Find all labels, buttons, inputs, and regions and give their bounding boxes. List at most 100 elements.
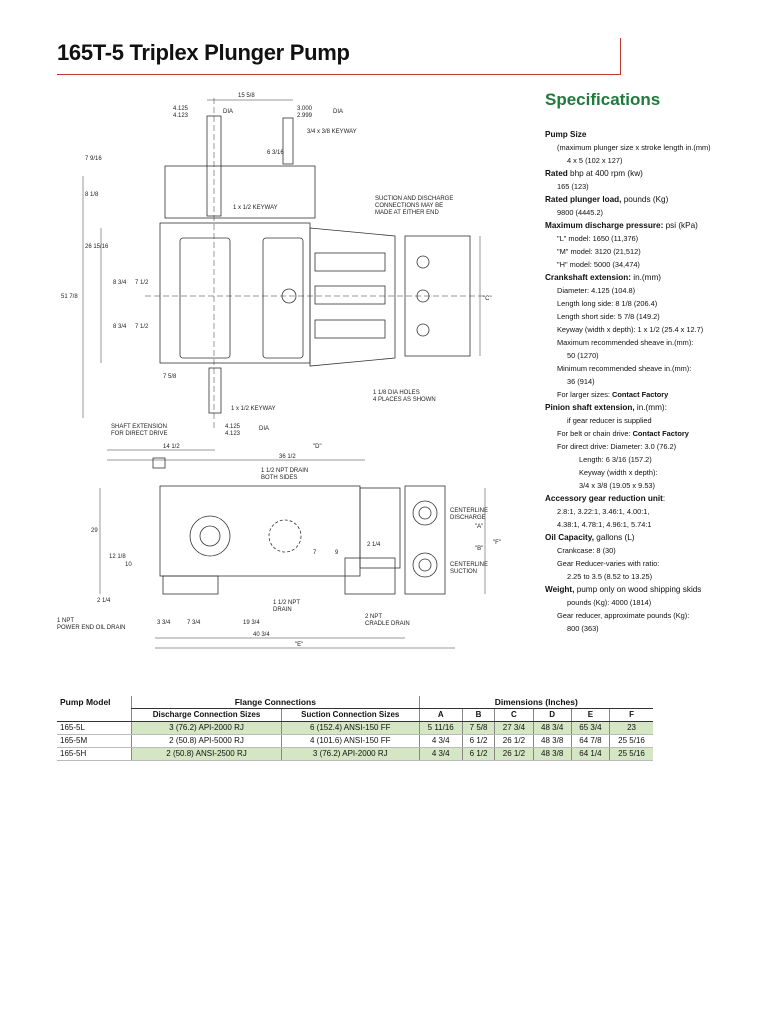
spec-group: Accessory gear reduction unit: 2.8:1, 3.2… <box>545 492 765 531</box>
header-dimensions: Dimensions (Inches) <box>418 696 653 709</box>
spec-head: Rated bhp at 400 rpm (kw) <box>545 169 643 178</box>
spec-line: For direct drive: Diameter: 3.0 (76.2) <box>557 442 677 451</box>
dim-3-3-4: 3 3/4 <box>157 620 171 626</box>
dim-f: "F" <box>493 540 501 546</box>
table-cell: 165-5L <box>57 721 132 735</box>
spec-line: (maximum plunger size x stroke length in… <box>557 143 711 152</box>
table-cell: 165-5H <box>57 747 132 761</box>
table-cell: 4 (101.6) ANSI-150 FF <box>280 734 420 748</box>
frame-cover-left <box>179 237 231 359</box>
spec-line: Gear reducer, approximate pounds (Kg): <box>557 611 690 620</box>
spec-line: 2.8:1, 3.22:1, 3.46:1, 4.00:1, <box>557 507 650 516</box>
table-cell: 2 (50.8) ANSI-2500 RJ <box>131 747 282 761</box>
spec-line: if gear reducer is supplied <box>567 416 652 425</box>
table-cell: 23 <box>609 721 653 735</box>
header-d: D <box>532 708 572 722</box>
dim-12-1-8: 12 1/8 <box>109 554 126 560</box>
spec-line: Maximum recommended sheave in.(mm): <box>557 338 694 347</box>
dim-19-3-4: 19 3/4 <box>243 620 260 626</box>
spec-head: Rated plunger load, pounds (Kg) <box>545 195 669 204</box>
spec-line: For belt or chain drive: Contact Factory <box>557 429 689 438</box>
table-cell: 48 3/8 <box>532 734 572 748</box>
header-e: E <box>570 708 610 722</box>
spec-line: Crankcase: 8 (30) <box>557 546 616 555</box>
header-flange: Flange Connections <box>131 696 420 709</box>
manifold-port-1 <box>416 255 430 269</box>
header-suction: Suction Connection Sizes <box>280 708 420 722</box>
spec-head: Accessory gear reduction unit: <box>545 494 666 503</box>
dia-label-top: DIA <box>223 109 233 115</box>
dim-a: "A" <box>475 524 483 530</box>
dim-6-3-16: 6 3/16 <box>267 150 284 156</box>
plunger-2 <box>314 285 386 305</box>
dim-14-1-2: 14 1/2 <box>163 444 180 450</box>
dim-40-3-4: 40 3/4 <box>253 632 270 638</box>
spec-line: "M" model: 3120 (21,512) <box>557 247 641 256</box>
spec-line: Gear Reducer-varies with ratio: <box>557 559 660 568</box>
crank-circle <box>268 519 302 553</box>
dia-label-bottom: DIA <box>259 426 269 432</box>
dim-e: "E" <box>295 642 303 648</box>
side-plunger-housing <box>359 487 401 569</box>
header-discharge: Discharge Connection Sizes <box>131 708 282 722</box>
spec-head: Oil Capacity, gallons (L) <box>545 533 635 542</box>
table-cell: 26 1/2 <box>494 734 534 748</box>
fluid-cradle <box>309 227 396 367</box>
dim-29: 29 <box>91 528 98 534</box>
discharge-port-outer <box>412 500 438 526</box>
suction-port-outer <box>412 552 438 578</box>
side-cradle <box>344 557 396 595</box>
table-cell: 25 5/16 <box>609 747 653 761</box>
keyway-34-38: 3/4 x 3/8 KEYWAY <box>307 129 357 135</box>
dim-9: 9 <box>335 550 339 556</box>
side-base-left <box>162 575 219 595</box>
pump-table: Pump Model Flange Connections Dimensions… <box>57 696 653 761</box>
spec-line: 4 x 5 (102 x 127) <box>567 156 623 165</box>
spec-groups: Pump Size (maximum plunger size x stroke … <box>545 128 765 635</box>
table-cell: 4 3/4 <box>418 747 463 761</box>
dim-7-3-4: 7 3/4 <box>187 620 201 626</box>
spec-head: Maximum discharge pressure: psi (kPa) <box>545 221 698 230</box>
dim-b: "B" <box>475 546 483 552</box>
table-cell: 3 (76.2) API-2000 RJ <box>280 747 420 761</box>
table-cell: 48 3/8 <box>532 747 572 761</box>
dim-26-15-16: 26 15/16 <box>85 244 109 250</box>
spec-group: Pinion shaft extension, in.(mm):if gear … <box>545 401 765 492</box>
frame-cover-right <box>262 237 304 359</box>
header-f: F <box>609 708 653 722</box>
crankshaft-bottom <box>208 367 222 414</box>
header-blank <box>57 708 132 722</box>
spec-group: Maximum discharge pressure: psi (kPa)"L"… <box>545 219 765 271</box>
spec-head: Pump Size <box>545 130 587 139</box>
dimension-table: Pump Model Flange Connections Dimensions… <box>57 696 653 761</box>
spec-line: Diameter: 4.125 (104.8) <box>557 286 636 295</box>
dim-2-1-4-left: 2 1/4 <box>97 598 111 604</box>
spec-group: Weight, pump only on wood shipping skids… <box>545 583 765 635</box>
dim-7-5-8: 7 5/8 <box>163 374 177 380</box>
spec-line: 2.25 to 3.5 (8.52 to 13.25) <box>567 572 653 581</box>
spec-line: For larger sizes: Contact Factory <box>557 390 669 399</box>
plunger-1 <box>314 252 386 272</box>
pinion-shaft-top <box>282 117 294 165</box>
table-cell: 6 1/2 <box>461 734 495 748</box>
keyway-1-12-top: 1 x 1/2 KEYWAY <box>233 205 278 211</box>
spec-line: 165 (123) <box>557 182 589 191</box>
dim-51-7-8: 51 7/8 <box>61 294 78 300</box>
dim-8-3-4: 8 3/4 <box>113 280 127 286</box>
table-cell: 48 3/4 <box>532 721 572 735</box>
table-cell: 64 1/4 <box>570 747 610 761</box>
spec-group: Rated plunger load, pounds (Kg)9800 (444… <box>545 193 765 219</box>
dim-8-3-4-b: 8 3/4 <box>113 324 127 330</box>
table-cell: 64 7/8 <box>570 734 610 748</box>
table-cell: 4 3/4 <box>418 734 463 748</box>
dim-10: 10 <box>125 562 132 568</box>
header-pump-model: Pump Model <box>60 697 111 708</box>
dim-15-5-8: 15 5/8 <box>238 93 255 99</box>
